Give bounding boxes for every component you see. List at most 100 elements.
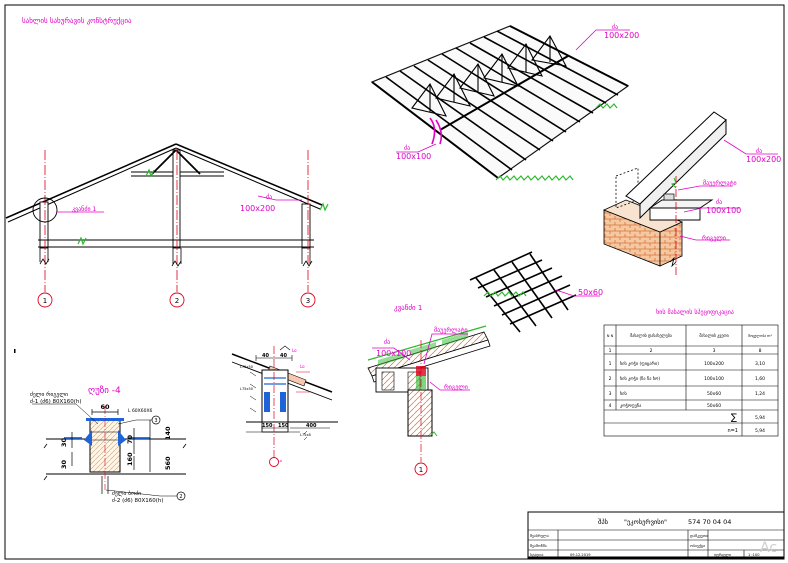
dim-560: 560 (164, 456, 172, 470)
dim-60: 60 (100, 403, 110, 411)
svg-text:1: 1 (419, 466, 423, 474)
table-cell: ხის კოჭი (ნა ნა ხო) (620, 376, 660, 382)
svg-text:L75x50: L75x50 (240, 365, 253, 369)
table-header-no: N N (607, 334, 614, 338)
tag-mauerlat: მაუერლატი (703, 180, 737, 187)
dim-140: 140 (164, 426, 172, 440)
spec-table (603, 324, 779, 437)
table-sum-symbol: ∑ (731, 413, 737, 423)
tag-size: 100x200 (240, 204, 275, 213)
callout-a: 3 (154, 418, 157, 424)
tag-mark: ძა (756, 148, 762, 155)
table-cell: 3 (609, 391, 612, 397)
watermark: Ac (760, 540, 777, 556)
table-sum-value: 5,94 (755, 415, 765, 421)
table-cell: 2 (609, 376, 612, 382)
table-header-section: მასალის კვეთი (699, 333, 728, 338)
svg-text:Lo: Lo (292, 348, 297, 353)
title-row-label: სტადია (530, 552, 543, 557)
svg-text:L75x8: L75x8 (300, 433, 311, 437)
title-row-label: შეამოწმა (530, 543, 547, 548)
tag-mark: ძა (612, 24, 618, 31)
tag-size: 100x100 (376, 349, 411, 358)
battens-tag-leader (555, 289, 600, 297)
title-sheet-label: ფურცელი (714, 553, 731, 557)
table-index: 8 (759, 348, 762, 354)
title-phone: 574 70 04 04 (688, 518, 731, 526)
table-cell: 100x100 (704, 376, 724, 382)
detail-dim-40a: 40 (262, 353, 269, 359)
battens-ground (483, 291, 527, 297)
title-date: 09.12.2019 (570, 553, 591, 557)
section-note-bottom-1: ძელი ბოძი (112, 490, 141, 497)
knot-ref-label: კვანძი 1 (72, 206, 96, 213)
tag-size: 100x100 (396, 152, 431, 161)
tag-rigeli: რიგელი (444, 384, 468, 391)
corner-detail-3d (602, 111, 727, 276)
table-cell: 50x60 (707, 391, 721, 397)
tag-mauerlat: მაუერლატი (434, 327, 468, 334)
title-block (527, 511, 785, 559)
table-header-volume: მოცულობა m³ (748, 334, 772, 338)
tag-size: 50x60 (578, 288, 603, 297)
title-scale: 1 :100 (748, 553, 760, 557)
dim-160: 160 (126, 452, 134, 466)
svg-text:2: 2 (175, 297, 179, 305)
section-note-top-2: ძ-1 (ძ6) 80X160(h) (30, 398, 82, 405)
table-index: 1 (609, 348, 612, 354)
dim-30b: 30 (60, 460, 68, 470)
table-title: ხის მასალის სპეციფიკაცია (656, 309, 734, 316)
header-title: სახლის სახურავის კონსტრუქცია (22, 16, 132, 25)
battens-3d (469, 251, 577, 333)
stray-mark (14, 349, 16, 353)
table-cell: 1,60 (755, 376, 765, 382)
sheet-frame (4, 4, 785, 560)
table-cell: 3,10 (755, 361, 765, 367)
table-cell: 1 (609, 361, 612, 367)
roof-3d-tag-top: ძა 100x200 (575, 24, 639, 51)
table-cell: 100x200 (704, 361, 724, 367)
table-n-value: 5,94 (755, 428, 765, 434)
axis-marker-3: 3 (300, 292, 316, 308)
tag-mark: ძა (266, 194, 272, 201)
svg-text:Lo: Lo (300, 364, 305, 369)
title-right-label: ობიექტი (690, 543, 705, 548)
svg-text:3: 3 (306, 297, 310, 305)
detail-dim-150b: 150 (278, 423, 289, 429)
axis-marker-2: 2 (169, 292, 185, 308)
truss-elevation (5, 143, 329, 292)
table-index: 3 (713, 348, 716, 354)
section-small-label: L 60X60X6 (128, 408, 153, 414)
connection-detail: Lo Lo L75x50 L75x50 L75x8 Lo (231, 345, 338, 467)
tag-size: 100x200 (746, 155, 781, 164)
roof-3d-view (370, 25, 630, 181)
dim-70: 70 (126, 434, 134, 444)
section-title: ღუზი -4 (88, 385, 121, 396)
corner-detail-tags (677, 139, 778, 241)
table-n-label: n=1 (727, 428, 738, 434)
knot-title: კვანძი 1 (394, 304, 422, 312)
tag-mark: ძა (384, 339, 390, 346)
title-company: "ეკოსერვისი" (624, 517, 667, 526)
roof-3d-tag-left: ძა 100x100 (396, 117, 443, 161)
section-note-top-1: ძელი რიგელი (30, 391, 68, 398)
tag-mark: ძა (404, 145, 410, 152)
svg-text:L75x50: L75x50 (240, 387, 253, 391)
table-cell: 4 (609, 403, 612, 409)
svg-text:1: 1 (43, 297, 47, 305)
table-cell: 50x60 (707, 403, 721, 409)
tag-rigeli: რიგელი (702, 235, 726, 242)
tag-size: 100x200 (604, 31, 639, 40)
table-cell: კოჭოფენა (620, 404, 641, 409)
beam-section (32, 403, 187, 501)
axis-marker-1: 1 (37, 292, 53, 308)
dim-30a: 30 (60, 438, 68, 448)
knot-1-detail: 1 (367, 325, 491, 476)
table-header-name: მასალის დასახელება (630, 333, 672, 338)
title-prefix: შპს (598, 518, 609, 526)
detail-dim-400: 400 (306, 423, 317, 429)
table-index: 2 (650, 348, 653, 354)
callout-b: 2 (179, 494, 182, 500)
svg-text:Lo: Lo (278, 459, 282, 463)
